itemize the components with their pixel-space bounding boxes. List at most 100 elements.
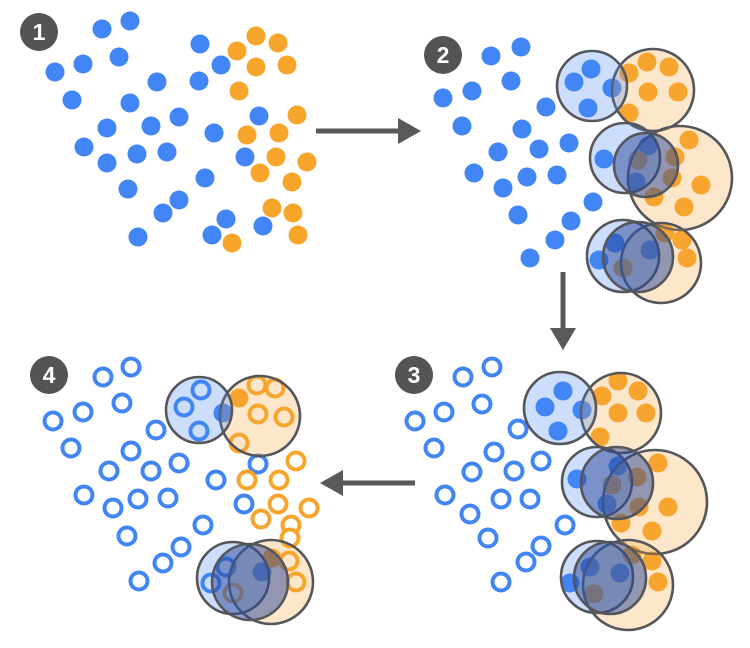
orange-filled-dot [287, 105, 307, 125]
blue-filled-dot [169, 107, 189, 127]
orange-filled-dot [642, 521, 662, 541]
blue-hollow-dot [157, 487, 179, 509]
blue-filled-dot [202, 225, 222, 245]
dark-cluster-circle [210, 542, 290, 622]
orange-hollow-dot [247, 403, 269, 425]
blue-hollow-dot [73, 484, 95, 506]
blue-filled-dot [190, 34, 210, 54]
orange-filled-dot [637, 52, 657, 72]
blue-filled-dot [508, 205, 528, 225]
orange-filled-dot [246, 26, 266, 46]
blue-filled-dot [253, 216, 273, 236]
blue-hollow-dot [519, 488, 541, 510]
blue-filled-dot [128, 227, 148, 247]
step-badge-1: 1 [20, 13, 58, 51]
blue-filled-dot [157, 142, 177, 162]
blue-hollow-dot [433, 401, 455, 423]
blue-hollow-dot [503, 460, 525, 482]
blue-filled-dot [62, 90, 82, 110]
blue-hollow-dot [530, 450, 552, 472]
orange-filled-dot [668, 82, 688, 102]
blue-hollow-dot [140, 460, 162, 482]
blue-hollow-dot [423, 437, 445, 459]
blue-hollow-dot [188, 420, 210, 442]
blue-filled-dot [501, 71, 521, 91]
blue-filled-dot [517, 167, 537, 187]
blue-hollow-dot [471, 393, 493, 415]
blue-filled-dot [249, 106, 269, 126]
orange-filled-dot [674, 197, 694, 217]
dark-cluster-circle [572, 540, 648, 616]
blue-hollow-dot [116, 525, 138, 547]
orange-filled-dot [262, 198, 282, 218]
orange-filled-dot [608, 403, 628, 423]
blue-filled-dot [216, 209, 236, 229]
orange-hollow-dot [273, 406, 295, 428]
blue-filled-dot [73, 54, 93, 74]
blue-filled-dot [118, 179, 138, 199]
blue-hollow-dot [205, 469, 227, 491]
blue-hollow-dot [102, 497, 124, 519]
blue-filled-dot [120, 11, 140, 31]
blue-filled-dot [581, 59, 601, 79]
orange-filled-dot [229, 81, 249, 101]
dark-cluster-circle [579, 445, 655, 521]
orange-hollow-dot [285, 450, 307, 472]
blue-filled-dot [433, 88, 453, 108]
orange-filled-dot [250, 163, 270, 183]
blue-filled-dot [74, 137, 94, 157]
blue-hollow-dot [127, 488, 149, 510]
blue-filled-dot [547, 165, 567, 185]
blue-hollow-dot [459, 503, 481, 525]
blue-filled-dot [520, 248, 540, 268]
step-badge-4: 4 [30, 356, 68, 394]
blue-filled-dot [92, 19, 112, 39]
blue-cluster-circle [164, 375, 234, 445]
blue-hollow-dot [60, 437, 82, 459]
orange-filled-dot [282, 172, 302, 192]
orange-filled-dot [677, 248, 697, 268]
orange-hollow-dot [250, 508, 272, 530]
blue-filled-dot [211, 55, 231, 75]
orange-filled-dot [283, 203, 303, 223]
blue-hollow-dot [490, 488, 512, 510]
blue-filled-dot [488, 142, 508, 162]
panel-figure-4 [42, 356, 320, 626]
blue-filled-dot [141, 116, 161, 136]
blue-filled-dot [545, 230, 565, 250]
orange-hollow-dot [267, 493, 289, 515]
blue-hollow-dot [120, 440, 142, 462]
blue-filled-dot [127, 144, 147, 164]
blue-hollow-dot [483, 441, 505, 463]
orange-filled-dot [266, 147, 286, 167]
blue-filled-dot [464, 163, 484, 183]
blue-hollow-dot [530, 535, 552, 557]
blue-filled-dot [512, 119, 532, 139]
blue-hollow-dot [554, 514, 576, 536]
orange-filled-dot [268, 33, 288, 53]
blue-hollow-dot [72, 401, 94, 423]
blue-cluster-circle [555, 49, 629, 123]
panel-figure-2 [433, 37, 734, 305]
blue-filled-dot [559, 133, 579, 153]
blue-filled-dot [109, 47, 129, 67]
panel-figure-1 [45, 11, 317, 253]
blue-hollow-dot [461, 461, 483, 483]
blue-hollow-dot [98, 460, 120, 482]
blue-filled-dot [45, 62, 65, 82]
blue-filled-dot [195, 168, 215, 188]
blue-hollow-dot [233, 493, 255, 515]
blue-filled-dot [548, 421, 568, 441]
orange-filled-dot [658, 497, 678, 517]
orange-filled-dot [619, 63, 639, 83]
orange-filled-dot [277, 55, 297, 75]
blue-hollow-dot [434, 484, 456, 506]
blue-hollow-dot [404, 410, 426, 432]
blue-hollow-dot [507, 418, 529, 440]
orange-filled-dot [648, 572, 668, 592]
blue-hollow-dot [173, 396, 195, 418]
blue-filled-dot [578, 98, 598, 118]
orange-filled-dot [638, 82, 658, 102]
orange-filled-dot [237, 125, 257, 145]
